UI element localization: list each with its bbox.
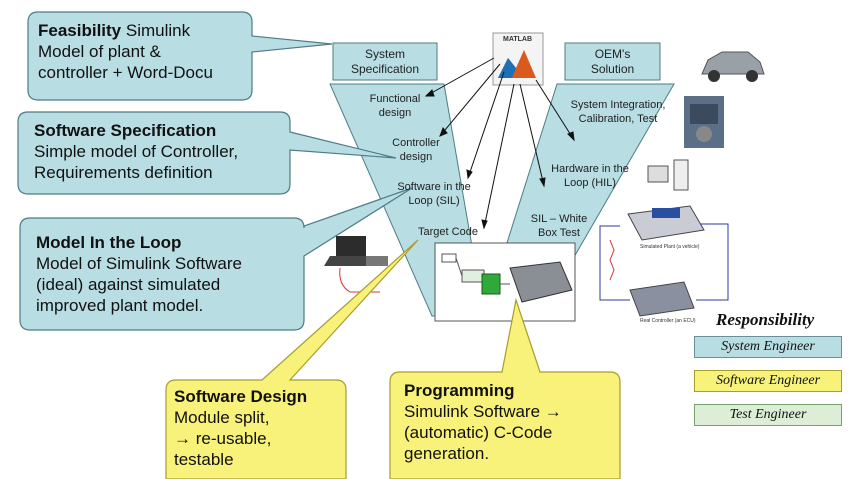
matlab-arrows [424,57,575,230]
matlab-logo [492,32,544,86]
real-controller-label: Real Controller (an ECU) [640,318,696,324]
functional-design-label: Functional design [355,92,435,120]
functional-design-line2: design [378,107,412,119]
programming-line3: generation. [404,444,490,463]
laptop-image [324,236,388,293]
oem-solution-label: OEM's Solution [565,47,660,77]
system-integration-line1: System Integration, [570,99,666,111]
feasibility-text: Feasibility Simulink Model of plant & co… [38,20,250,83]
feasibility-line1: Simulink [121,21,191,40]
simulated-plant-label: Simulated Plant (a vehicle) [640,244,700,250]
software-design-title: Software Design [174,387,308,406]
model-in-loop-text: Model In the Loop Model of Simulink Soft… [36,232,304,316]
legend-test-engineer: Test Engineer [694,404,842,426]
model-in-loop-line2: (ideal) against simulated [36,275,221,294]
controller-design-line1: Controller [392,137,440,149]
oem-solution-line2: Solution [590,62,635,76]
programming-title: Programming [404,381,515,400]
car-image [698,37,766,87]
model-in-loop-line3: improved plant model. [36,296,204,315]
feasibility-title: Feasibility [38,21,122,40]
legend-software-engineer: Software Engineer [694,370,842,392]
matlab-logo-text: MATLAB [503,36,533,43]
sil-line2: Loop (SIL) [408,195,460,207]
software-design-line1: Module split, [174,408,270,427]
controller-design-label: Controller design [376,136,456,164]
responsibility-title: Responsibility [716,310,815,329]
hil-line1: Hardware in the [551,163,629,175]
model-in-loop-title: Model In the Loop [36,233,182,252]
software-design-callout [165,239,419,479]
software-design-line3: testable [174,450,234,469]
system-spec-box [332,42,438,81]
model-in-loop-callout [19,187,413,331]
software-spec-text: Software Specification Simple model of C… [34,120,294,183]
sil-white-box-line2: Box Test [538,227,580,239]
model-in-loop-line1: Model of Simulink Software [36,254,242,273]
legend-system-engineer: System Engineer [694,336,842,358]
system-spec-line2: Specification [350,62,420,76]
software-spec-line2: Requirements definition [34,163,213,182]
system-integration-line2: Calibration, Test [578,113,658,125]
programming-line2: (automatic) C-Code [404,423,553,442]
target-code-label: Target Code [418,226,478,238]
simulink-model-thumbnail [434,242,576,322]
hil-label: Hardware in the Loop (HIL) [540,162,640,190]
sil-line1: Software in the [397,181,471,193]
system-spec-line1: System [364,47,405,61]
programming-line1: Simulink Software → [404,402,562,421]
hil-line2: Loop (HIL) [564,177,616,189]
feasibility-line2: Model of plant & [38,42,161,61]
sil-white-box-label: SIL – White Box Test [516,212,602,240]
oem-solution-line1: OEM's [594,47,631,61]
programming-text: Programming Simulink Software → (automat… [404,380,618,464]
software-spec-line1: Simple model of Controller, [34,142,239,161]
hil-setup-image [599,159,729,317]
software-design-text: Software Design Module split, → re-usabl… [174,386,344,470]
software-spec-title: Software Specification [34,121,217,140]
engine-image [684,96,724,148]
sil-white-box-line1: SIL – White [530,213,588,225]
controller-design-line2: design [399,151,433,163]
system-spec-label: System Specification [335,47,435,77]
feasibility-line3: controller + Word-Docu [38,63,213,82]
software-design-line2: → re-usable, [174,429,272,448]
oem-solution-box [564,42,661,81]
programming-callout [389,297,621,479]
feasibility-callout [27,11,333,101]
system-integration-label: System Integration, Calibration, Test [558,98,678,126]
functional-design-line1: Functional [369,93,421,105]
sil-label: Software in the Loop (SIL) [386,180,482,208]
software-spec-callout [17,111,397,195]
